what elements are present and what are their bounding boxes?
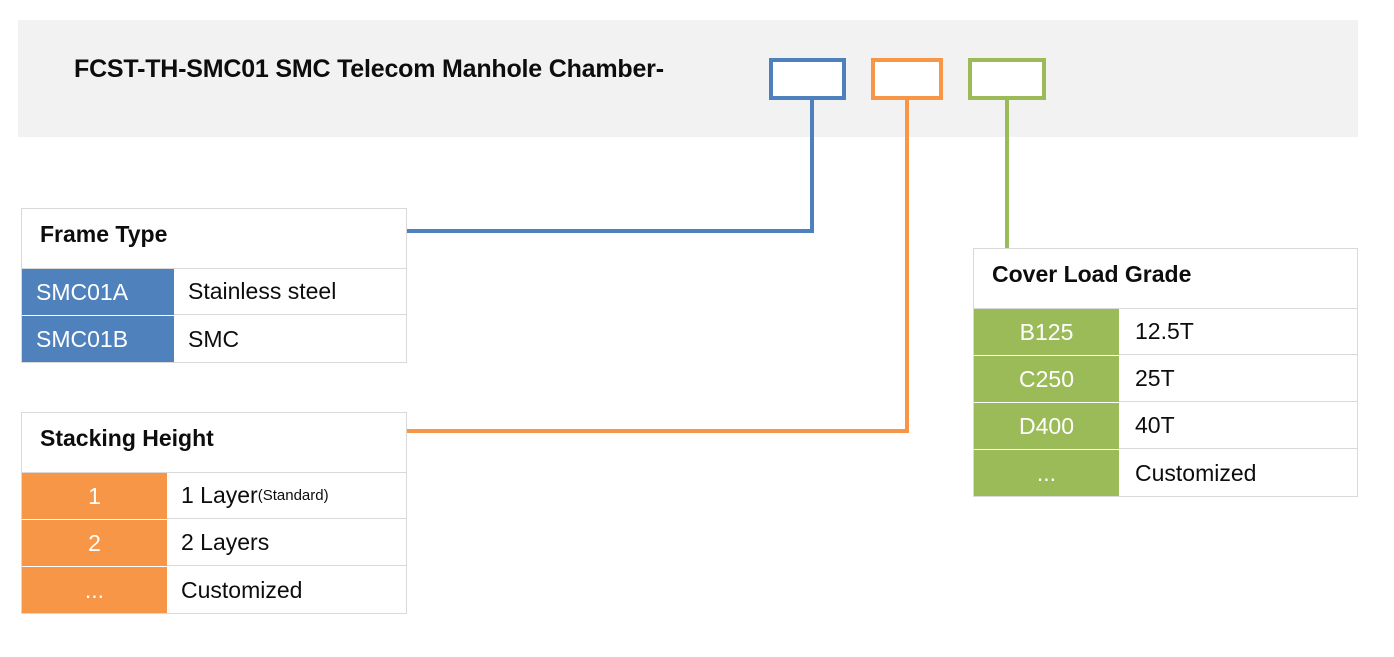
description-cell: 40T [1119, 403, 1357, 449]
table-row: ... Customized [974, 450, 1357, 496]
table-row: 1 1 Layer(Standard) [22, 473, 406, 520]
code-cell: C250 [974, 356, 1119, 402]
description-cell: 2 Layers [167, 520, 406, 566]
code-cell: SMC01B [22, 316, 174, 362]
connector-frame-type-horizontal [406, 229, 814, 233]
legend-frame-type: Frame Type SMC01A Stainless steel SMC01B… [21, 208, 407, 363]
description-cell: 1 Layer(Standard) [167, 473, 406, 519]
header-band [18, 20, 1358, 137]
table-row: ... Customized [22, 567, 406, 613]
connector-frame-type-vertical [810, 100, 814, 233]
description-cell: Customized [1119, 450, 1357, 496]
description-cell: 25T [1119, 356, 1357, 402]
stacking-height-code-box[interactable] [871, 58, 943, 100]
table-row: B125 12.5T [974, 309, 1357, 356]
table-row: D400 40T [974, 403, 1357, 450]
frame-type-code-box[interactable] [769, 58, 846, 100]
connector-cover-load-vertical [1005, 100, 1009, 250]
legend-stacking-height: Stacking Height 1 1 Layer(Standard) 2 2 … [21, 412, 407, 614]
description-cell: Customized [167, 567, 406, 613]
description-text: 1 Layer [181, 482, 258, 508]
description-cell: Stainless steel [174, 269, 406, 315]
table-row: 2 2 Layers [22, 520, 406, 567]
code-cell: ... [974, 450, 1119, 496]
code-cell: SMC01A [22, 269, 174, 315]
code-cell: 2 [22, 520, 167, 566]
table-row: SMC01A Stainless steel [22, 269, 406, 316]
code-cell: ... [22, 567, 167, 613]
page-title: FCST-TH-SMC01 SMC Telecom Manhole Chambe… [74, 55, 664, 83]
description-cell: SMC [174, 316, 406, 362]
code-cell: 1 [22, 473, 167, 519]
legend-title-stacking-height: Stacking Height [22, 413, 406, 473]
table-row: C250 25T [974, 356, 1357, 403]
description-cell: 12.5T [1119, 309, 1357, 355]
legend-cover-load-grade: Cover Load Grade B125 12.5T C250 25T D40… [973, 248, 1358, 497]
code-cell: D400 [974, 403, 1119, 449]
code-cell: B125 [974, 309, 1119, 355]
legend-title-frame-type: Frame Type [22, 209, 406, 269]
connector-stacking-height-horizontal [406, 429, 909, 433]
cover-load-grade-code-box[interactable] [968, 58, 1046, 100]
legend-title-cover-load-grade: Cover Load Grade [974, 249, 1357, 309]
connector-stacking-height-vertical [905, 100, 909, 433]
description-note: (Standard) [257, 487, 329, 504]
table-row: SMC01B SMC [22, 316, 406, 362]
